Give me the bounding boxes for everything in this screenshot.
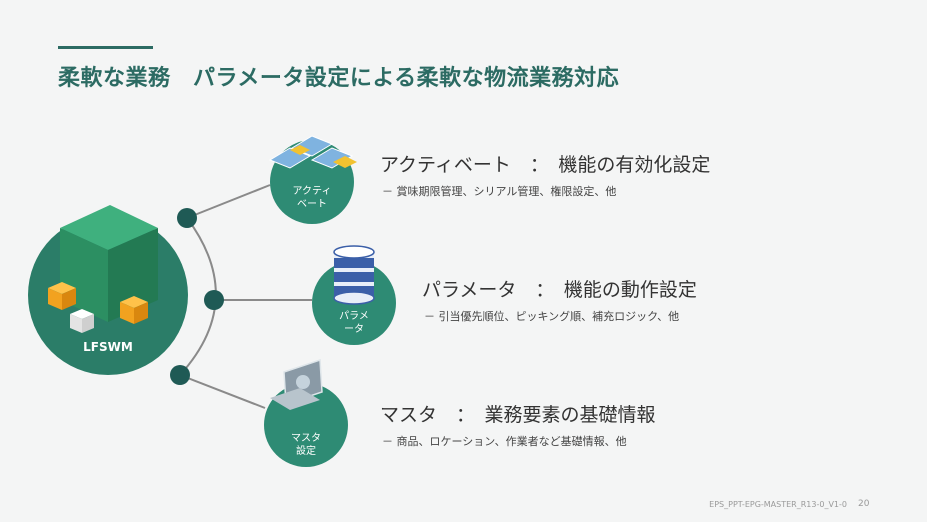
item-master-heading: マスタ ： 業務要素の基礎情報	[380, 404, 656, 426]
connector-line-1	[186, 184, 271, 219]
solar-panel-icon	[268, 135, 357, 169]
node-parameter-label-line2: ータ	[344, 324, 364, 335]
monitor-icon	[270, 358, 323, 410]
connector-line-3	[179, 374, 266, 409]
node-activate-label-line1: アクティ	[292, 186, 332, 197]
node-master-label: マスタ 設定	[276, 432, 336, 458]
connector-dot-3	[170, 365, 190, 385]
node-parameter-label: パラメ ータ	[324, 310, 384, 336]
node-activate-label-line2: ベート	[297, 199, 327, 210]
page-title: 柔軟な業務 パラメータ設定による柔軟な物流業務対応	[58, 66, 620, 91]
item-master-desc: － 商品、ロケーション、作業者など基礎情報、他	[382, 435, 627, 448]
item-activate-desc: － 賞味期限管理、シリアル管理、権限設定、他	[382, 185, 617, 198]
node-activate-label: アクティ ベート	[282, 185, 342, 211]
item-activate-heading: アクティベート ： 機能の有効化設定	[380, 154, 711, 176]
node-parameter-label-line1: パラメ	[339, 311, 369, 322]
database-icon	[333, 245, 375, 305]
hub-label: LFSWM	[83, 340, 133, 354]
item-parameter-heading: パラメータ ： 機能の動作設定	[422, 279, 697, 301]
page-number: 20	[858, 499, 870, 509]
connector-dot-1	[177, 208, 197, 228]
connector-dot-2	[204, 290, 224, 310]
footer-doc-id: EPS_PPT-EPG-MASTER_R13-0_V1-0	[709, 500, 847, 509]
item-parameter-desc: － 引当優先順位、ピッキング順、補充ロジック、他	[424, 310, 680, 323]
title-accent-bar	[58, 46, 153, 49]
cube-icon	[48, 205, 158, 333]
node-master-label-line1: マスタ	[291, 433, 321, 444]
node-master-label-line2: 設定	[296, 446, 316, 457]
